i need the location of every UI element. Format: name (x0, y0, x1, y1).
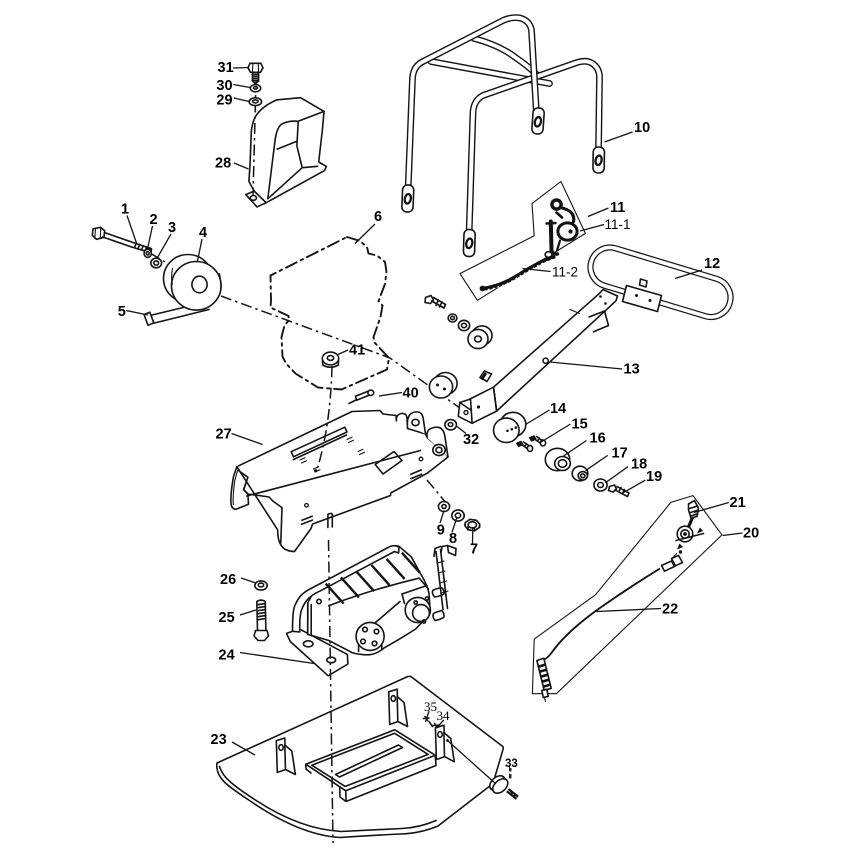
svg-text:2: 2 (150, 212, 158, 228)
svg-text:18: 18 (631, 457, 647, 473)
svg-text:16: 16 (590, 431, 606, 447)
svg-text:27: 27 (216, 427, 232, 443)
svg-text:1: 1 (121, 202, 129, 218)
svg-text:17: 17 (612, 446, 628, 462)
svg-text:35: 35 (424, 699, 437, 714)
svg-text:15: 15 (572, 417, 588, 433)
svg-text:22: 22 (662, 602, 678, 618)
svg-text:21: 21 (730, 495, 746, 511)
svg-text:23: 23 (211, 732, 227, 748)
svg-text:31: 31 (218, 60, 234, 76)
svg-text:11-1: 11-1 (605, 217, 631, 232)
svg-text:5: 5 (118, 304, 126, 320)
svg-text:3: 3 (168, 220, 176, 236)
svg-text:28: 28 (215, 155, 231, 171)
svg-text:41: 41 (349, 343, 365, 359)
svg-text:24: 24 (219, 648, 235, 664)
svg-text:29: 29 (216, 92, 232, 108)
svg-text:9: 9 (437, 523, 445, 539)
svg-text:6: 6 (374, 209, 382, 225)
svg-text:7: 7 (470, 542, 478, 558)
svg-text:10: 10 (634, 120, 650, 136)
svg-text:25: 25 (219, 610, 235, 626)
svg-text:14: 14 (550, 401, 566, 417)
svg-text:34: 34 (437, 708, 451, 723)
svg-text:19: 19 (646, 469, 662, 485)
svg-text:12: 12 (704, 256, 720, 272)
svg-text:30: 30 (216, 78, 232, 94)
svg-text:11-2: 11-2 (552, 265, 578, 280)
svg-text:26: 26 (220, 572, 236, 588)
svg-text:32: 32 (463, 432, 479, 448)
svg-text:4: 4 (199, 225, 207, 241)
svg-text:20: 20 (743, 526, 759, 542)
svg-text:33: 33 (505, 758, 518, 770)
svg-text:40: 40 (403, 386, 419, 402)
svg-text:13: 13 (624, 362, 640, 378)
svg-text:8: 8 (449, 531, 457, 547)
svg-text:11: 11 (610, 200, 625, 216)
